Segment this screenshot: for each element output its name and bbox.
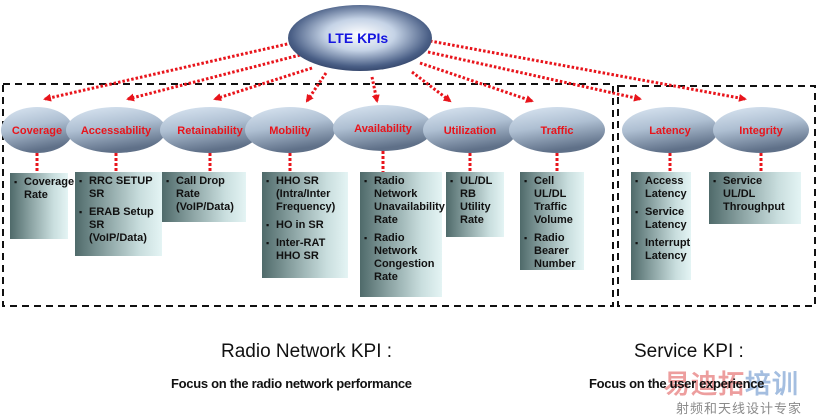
kpi-list: UL/DL RB Utility Rate — [450, 175, 500, 227]
kpi-box-retainability: Call Drop Rate (VoIP/Data) — [162, 172, 246, 222]
node-label-latency: Latency — [649, 125, 691, 137]
node-integrity: Integrity — [713, 107, 809, 153]
kpi-list: RRC SETUP SR ERAB Setup SR (VoIP/Data) — [79, 175, 158, 245]
kpi-box-integrity: Service UL/DL Throughput — [709, 172, 801, 224]
radio-network-kpi-subtitle: Focus on the radio network performance — [171, 376, 412, 391]
node-ellipse — [713, 107, 809, 153]
kpi-item: Coverage Rate — [14, 176, 74, 202]
arrow-to-latency — [427, 50, 642, 102]
kpi-item: Radio Network Congestion Rate — [364, 232, 438, 284]
root-label: LTE KPIs — [328, 30, 389, 46]
arrow-to-integrity — [429, 39, 747, 102]
node-label-coverage: Coverage — [12, 125, 62, 137]
node-label-utilization: Utilization — [444, 125, 497, 137]
node-utilization: Utilization — [423, 107, 517, 153]
kpi-box-mobility: HHO SR (Intra/Inter Frequency) HO in SR In… — [262, 172, 348, 278]
kpi-box-accessability: RRC SETUP SR ERAB Setup SR (VoIP/Data) — [75, 172, 162, 256]
node-mobility: Mobility — [245, 107, 335, 153]
arrow-to-traffic — [419, 61, 534, 103]
node-ellipse — [245, 107, 335, 153]
kpi-item: ERAB Setup SR (VoIP/Data) — [79, 206, 158, 245]
service-kpi-title: Service KPI : — [634, 341, 744, 362]
node-label-integrity: Integrity — [739, 125, 783, 137]
kpi-list: Access LatencyService LatencyInterrupt L… — [635, 175, 690, 263]
kpi-item: Radio Bearer Number — [524, 232, 580, 271]
kpi-box-availability: Radio Network Unavailability RateRadio N… — [360, 172, 445, 297]
node-traffic: Traffic — [509, 107, 605, 153]
node-ellipse — [1, 107, 73, 153]
kpi-box-coverage: Coverage Rate — [10, 173, 74, 239]
node-ellipse — [423, 107, 517, 153]
kpi-item: Radio Network Unavailability Rate — [364, 175, 445, 227]
arrow-to-utilization — [411, 70, 452, 103]
kpi-item: Access Latency — [635, 175, 687, 201]
node-ellipse — [160, 107, 260, 153]
arrow-to-mobility — [305, 72, 328, 103]
radio-network-group-border — [2, 83, 614, 307]
arrow-to-coverage — [43, 40, 297, 102]
watermark-logo: 易迪拓培训 — [664, 364, 799, 401]
kpi-item: RRC SETUP SR — [79, 175, 158, 201]
kpi-item: UL/DL RB Utility Rate — [450, 175, 500, 227]
kpi-item: Interrupt Latency — [635, 237, 690, 263]
radio-network-kpi-title: Radio Network KPI : — [221, 341, 393, 362]
node-label-accessability: Accessability — [81, 125, 152, 137]
watermark-part1: 易迪拓 — [664, 370, 746, 400]
node-label-retainability: Retainability — [177, 125, 243, 137]
node-label-availability: Availability — [354, 123, 413, 135]
root-node: LTE KPIs — [288, 5, 432, 71]
service-group-border — [617, 85, 816, 307]
watermark-part2: 培训 — [745, 370, 800, 400]
node-label-traffic: Traffic — [540, 125, 573, 137]
node-retainability: Retainability — [160, 107, 260, 153]
kpi-item: HHO SR (Intra/Inter Frequency) — [266, 175, 344, 214]
kpi-item: Inter-RAT HHO SR — [266, 237, 344, 263]
kpi-list: Radio Network Unavailability RateRadio N… — [364, 175, 445, 284]
kpi-list: Call Drop Rate (VoIP/Data) — [166, 175, 242, 214]
node-ellipse — [509, 107, 605, 153]
kpi-item: Service Latency — [635, 206, 687, 232]
kpi-item: HO in SR — [266, 219, 344, 232]
node-latency: Latency — [622, 107, 718, 153]
arrow-to-retainability — [213, 66, 313, 101]
root-ellipse — [288, 5, 432, 71]
node-ellipse — [333, 105, 433, 151]
kpi-list: Coverage Rate — [14, 176, 74, 202]
kpi-list: Service UL/DL Throughput — [713, 175, 797, 214]
kpi-item: Service UL/DL Throughput — [713, 175, 797, 214]
node-ellipse — [622, 107, 718, 153]
service-kpi-subtitle: Focus on the user experience — [589, 376, 765, 391]
node-coverage: Coverage — [1, 107, 73, 153]
watermark-tagline: 射频和天线设计专家 — [676, 402, 803, 417]
kpi-box-traffic: Cell UL/DL Traffic VolumeRadio Bearer Nu… — [520, 172, 584, 270]
kpi-box-utilization: UL/DL RB Utility Rate — [446, 172, 504, 237]
node-accessability: Accessability — [66, 107, 166, 153]
kpi-item: Cell UL/DL Traffic Volume — [524, 175, 580, 227]
node-availability: Availability — [333, 105, 433, 151]
kpi-item: Call Drop Rate (VoIP/Data) — [166, 175, 242, 214]
arrow-to-availability — [370, 76, 380, 103]
arrow-to-accessability — [126, 53, 301, 102]
kpi-box-latency: Access LatencyService LatencyInterrupt L… — [631, 172, 691, 280]
node-label-mobility: Mobility — [269, 125, 311, 137]
kpi-list: HHO SR (Intra/Inter Frequency) HO in SR In… — [266, 175, 344, 263]
node-ellipse — [66, 107, 166, 153]
kpi-list: Cell UL/DL Traffic VolumeRadio Bearer Nu… — [524, 175, 580, 271]
